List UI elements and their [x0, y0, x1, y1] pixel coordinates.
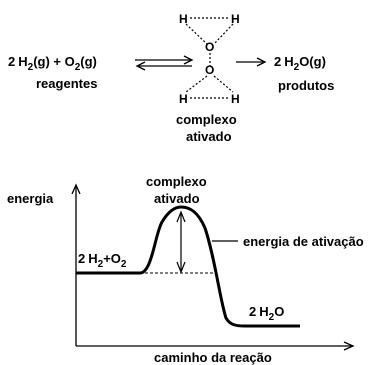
peak-label-line1: complexo	[146, 174, 207, 189]
activation-energy-label: energia de ativação	[243, 234, 364, 249]
products-label: produtos	[278, 78, 334, 93]
equilibrium-arrows	[135, 55, 194, 71]
complex-label-line1: complexo	[176, 112, 237, 127]
activation-energy-arrow	[176, 210, 186, 274]
x-axis-label: caminho da reação	[154, 350, 272, 365]
atom-h-bottom-left: H	[179, 92, 188, 106]
energy-diagram: energia caminho da reação energia de ati…	[7, 174, 364, 365]
atom-h-bottom-right: H	[231, 92, 240, 106]
energy-profile-curve	[76, 205, 300, 328]
activated-complex-structure: H H O O H H	[179, 12, 240, 106]
atom-o-upper: O	[205, 40, 214, 54]
reactants-label: reagentes	[36, 76, 97, 91]
complex-label-line2: ativado	[186, 129, 232, 144]
peak-label-line2: ativado	[154, 191, 200, 206]
atom-o-lower: O	[205, 63, 214, 77]
products-arrow	[236, 57, 267, 67]
atom-h-top-left: H	[179, 12, 188, 26]
y-axis-arrowhead	[71, 183, 81, 195]
x-axis-arrowhead	[343, 341, 355, 351]
y-axis-label: energia	[7, 191, 54, 206]
axes	[71, 183, 355, 351]
atom-h-top-right: H	[231, 12, 240, 26]
